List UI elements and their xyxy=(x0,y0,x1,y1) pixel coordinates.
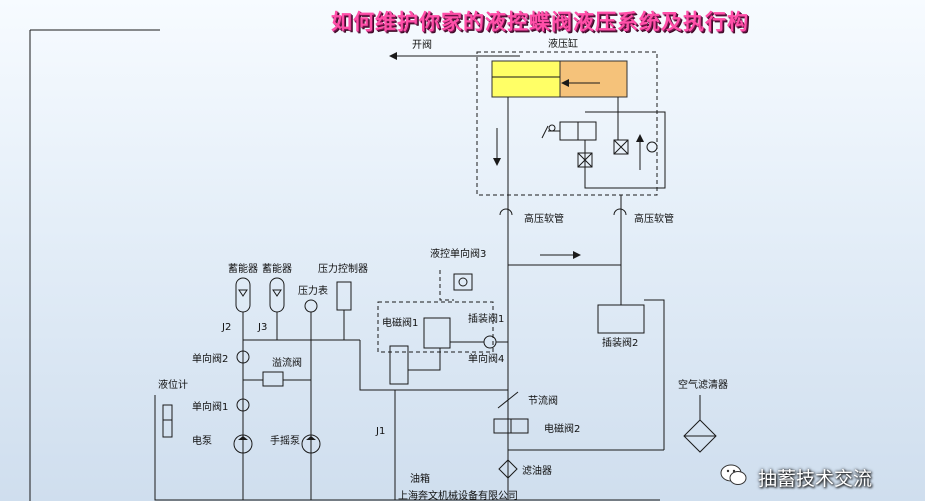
j3-label: J3 xyxy=(257,322,267,333)
solenoid-1-label: 电磁阀1 xyxy=(382,316,418,329)
watermark-text: 抽蓄技术交流 xyxy=(758,468,873,490)
manual-lever-icon xyxy=(541,125,560,139)
pressure-gauge-icon xyxy=(304,299,318,313)
pressure-gauge-label: 压力表 xyxy=(298,284,328,297)
page-title: 如何维护你家的液控蝶阀液压系统及执行构 xyxy=(331,9,749,34)
cartridge-2-label: 插装阀2 xyxy=(602,336,638,349)
air-filter-label: 空气滤清器 xyxy=(678,378,728,391)
solenoid-2-label: 电磁阀2 xyxy=(544,422,580,435)
cylinder-label: 液压缸 xyxy=(548,37,578,50)
pilot-check-3-label: 液控单向阀3 xyxy=(430,247,486,260)
accumulator-2-label: 蓄能器 xyxy=(262,262,292,275)
relief-valve-label: 溢流阀 xyxy=(272,356,302,369)
j1-label: J1 xyxy=(375,426,385,437)
j2-label: J2 xyxy=(221,322,231,333)
hose-1-label: 高压软管 xyxy=(524,212,564,225)
level-gauge-icon xyxy=(162,404,173,438)
accumulator-1-label: 蓄能器 xyxy=(228,262,258,275)
cartridge-2-valve xyxy=(597,304,645,334)
cartridge-1-label: 插装阀1 xyxy=(468,312,504,325)
check-valve-box-b xyxy=(613,139,629,155)
solenoid-1-valve xyxy=(389,345,409,385)
level-gauge-label: 液位计 xyxy=(158,378,188,391)
solenoid-1-box xyxy=(377,301,494,353)
check-1-label: 单向阀1 xyxy=(192,400,228,413)
cylinder-assembly-box xyxy=(476,51,658,196)
pilot-check-3-valve xyxy=(453,273,473,291)
cylinder-right xyxy=(559,60,628,98)
relief-valve-icon xyxy=(262,371,284,387)
cylinder-left xyxy=(491,60,561,98)
hand-pump-icon xyxy=(301,434,321,454)
throttle-label: 节流阀 xyxy=(528,394,558,407)
watermark: 抽蓄技术交流 xyxy=(714,458,914,494)
oil-filter-label: 滤油器 xyxy=(522,464,552,477)
motor-pump-icon xyxy=(233,434,253,454)
tank-label: 油箱 xyxy=(410,472,430,485)
pressure-switch-icon xyxy=(336,281,352,311)
check-2-icon xyxy=(236,350,250,364)
wechat-icon xyxy=(720,464,747,485)
hose-2-label: 高压软管 xyxy=(634,212,674,225)
air-filter-icon xyxy=(683,419,717,453)
accumulator-1-icon xyxy=(235,277,251,313)
open-valve-label: 开阀 xyxy=(412,38,432,51)
throttle-icon xyxy=(497,391,519,409)
check-valve-box-a xyxy=(577,152,593,168)
check-4-icon xyxy=(483,335,497,349)
check-4-label: 单向阀4 xyxy=(468,352,504,365)
check-2-label: 单向阀2 xyxy=(192,352,228,365)
check-1-icon xyxy=(236,398,250,412)
motor-pump-label: 电泵 xyxy=(192,434,212,447)
hand-pump-label: 手摇泵 xyxy=(270,434,300,447)
cartridge-1-valve xyxy=(423,317,451,349)
accumulator-2-icon xyxy=(269,277,285,313)
footer-company: 上海奔文机械设备有限公司 xyxy=(398,489,518,501)
oil-filter-icon xyxy=(498,459,518,479)
check-ball-icon xyxy=(646,141,658,153)
pressure-switch-label: 压力控制器 xyxy=(318,262,368,275)
